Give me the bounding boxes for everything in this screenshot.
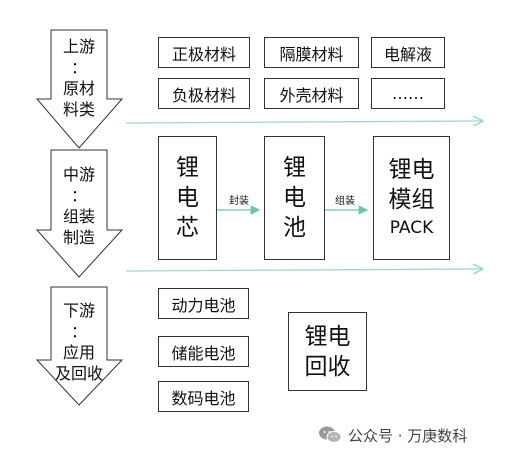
downstream-stage-label: 下游 ： 应用 及回收: [46, 296, 112, 388]
module-pack-box: 锂电 模组 PACK: [373, 136, 450, 260]
watermark: 公众号 · 万庚数科: [318, 424, 467, 446]
downstream-line-4: 及回收: [54, 364, 103, 383]
downstream-line-2: ：: [70, 322, 87, 341]
package-label: 封装: [229, 196, 249, 207]
battery-box: 锂 电 池: [264, 136, 325, 260]
application-label: 数码电池: [171, 388, 236, 408]
material-box-cathode: 正极材料: [158, 37, 250, 68]
midstream-stage-label: 中游 ： 组装 制造: [51, 160, 107, 252]
midstream-line-1: 中游: [62, 165, 95, 184]
material-label: 隔膜材料: [279, 44, 344, 64]
material-box-electrolyte: 电解液: [371, 37, 445, 68]
cell-char-3: 芯: [176, 215, 199, 241]
application-label: 储能电池: [171, 343, 236, 363]
material-box-casing: 外壳材料: [264, 78, 359, 109]
upstream-line-3: 原材: [62, 79, 95, 98]
cell-char-2: 电: [176, 185, 199, 211]
application-box-power: 动力电池: [158, 288, 249, 319]
module-line-2: 模组: [388, 187, 435, 213]
battery-char-2: 电: [283, 185, 306, 211]
midstream-line-4: 制造: [62, 228, 95, 247]
midstream-line-2: ：: [70, 186, 87, 205]
recycle-box: 锂电 回收: [288, 312, 367, 391]
application-box-storage: 储能电池: [158, 336, 249, 367]
cell-char-1: 锂: [176, 155, 199, 181]
application-box-digital: 数码电池: [158, 381, 249, 412]
material-label: 电解液: [383, 44, 432, 64]
midstream-line-3: 组装: [62, 207, 95, 226]
wechat-icon: [319, 426, 342, 443]
upstream-line-2: ：: [70, 58, 87, 77]
upstream-line-4: 料类: [62, 100, 95, 119]
application-label: 动力电池: [171, 295, 236, 315]
material-label: ……: [392, 84, 424, 103]
downstream-line-3: 应用: [62, 343, 95, 362]
upstream-stage-arrow: [35, 29, 124, 149]
module-line-1: 锂电: [388, 157, 435, 183]
divider-arrow-2: [125, 269, 482, 271]
material-label: 外壳材料: [279, 85, 344, 105]
watermark-text: 公众号 · 万庚数科: [348, 426, 468, 445]
downstream-stage-arrow: [35, 286, 124, 406]
assemble-label: 组装: [335, 196, 355, 207]
recycle-line-2: 回收: [304, 353, 351, 380]
cell-box: 锂 电 芯: [158, 136, 217, 260]
downstream-line-1: 下游: [62, 301, 95, 320]
material-box-separator: 隔膜材料: [264, 37, 359, 68]
battery-char-3: 池: [283, 215, 306, 241]
battery-char-1: 锂: [283, 155, 306, 181]
upstream-line-1: 上游: [62, 37, 95, 56]
midstream-stage-arrow: [35, 149, 124, 278]
recycle-line-1: 锂电: [304, 323, 351, 350]
material-box-anode: 负极材料: [158, 78, 250, 109]
module-line-3: PACK: [389, 218, 434, 238]
upstream-stage-label: 上游 ： 原材 料类: [51, 32, 107, 124]
material-box-more: ……: [371, 78, 445, 109]
material-label: 负极材料: [171, 85, 236, 105]
material-label: 正极材料: [171, 44, 236, 64]
divider-arrow-1: [125, 121, 482, 123]
